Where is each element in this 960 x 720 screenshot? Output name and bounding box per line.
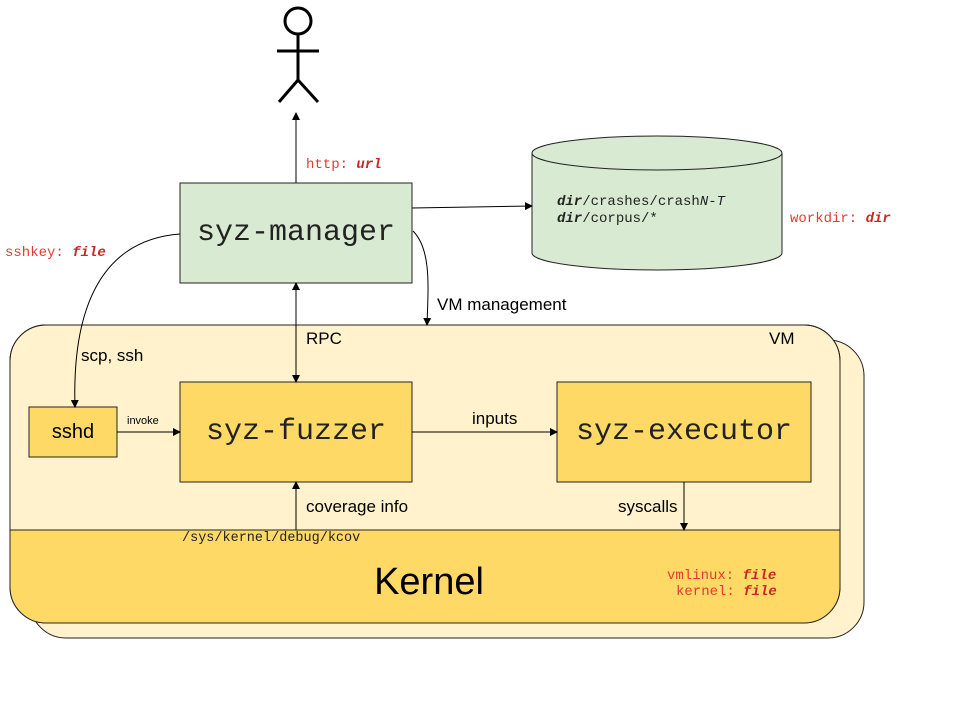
invoke-label: invoke [127,415,159,427]
kernel-label: Kernel [374,561,484,603]
vm-management-label: VM management [437,295,567,314]
http-url-label: http: url [306,157,382,173]
rpc-label: RPC [306,329,342,348]
workdir-cylinder [531,135,783,271]
syz-executor-box [556,381,812,483]
kernel-file-label: kernel: file [676,584,777,600]
scp-ssh-label: scp, ssh [81,346,144,365]
kcov-path-label: /sys/kernel/debug/kcov [182,531,361,546]
inputs-label: inputs [472,409,518,428]
sshd-label: sshd [51,420,95,443]
workdir-crashes-path: dir/crashes/crashN-T [557,194,726,210]
vmlinux-file-label: vmlinux: file [667,568,777,584]
syz-manager-label: syz-manager [196,216,396,250]
stick-figure-user-icon [277,6,320,104]
vm-label: VM [769,329,795,348]
workdir-dir-label: workdir: dir [790,211,891,227]
scp-ssh-arrow [70,233,181,408]
coverage-info-label: coverage info [306,497,409,516]
workdir-corpus-path: dir/corpus/* [557,211,658,227]
syz-fuzzer-box [179,381,413,483]
syscalls-label: syscalls [618,497,678,516]
sshkey-file-label: sshkey: file [5,245,106,261]
vm-management-arrow [412,230,432,326]
sshd-box [28,406,118,458]
syz-fuzzer-label: syz-fuzzer [205,415,387,449]
syz-executor-label: syz-executor [575,415,793,449]
kernel-band [10,530,840,623]
workdir-arrow [411,202,533,211]
